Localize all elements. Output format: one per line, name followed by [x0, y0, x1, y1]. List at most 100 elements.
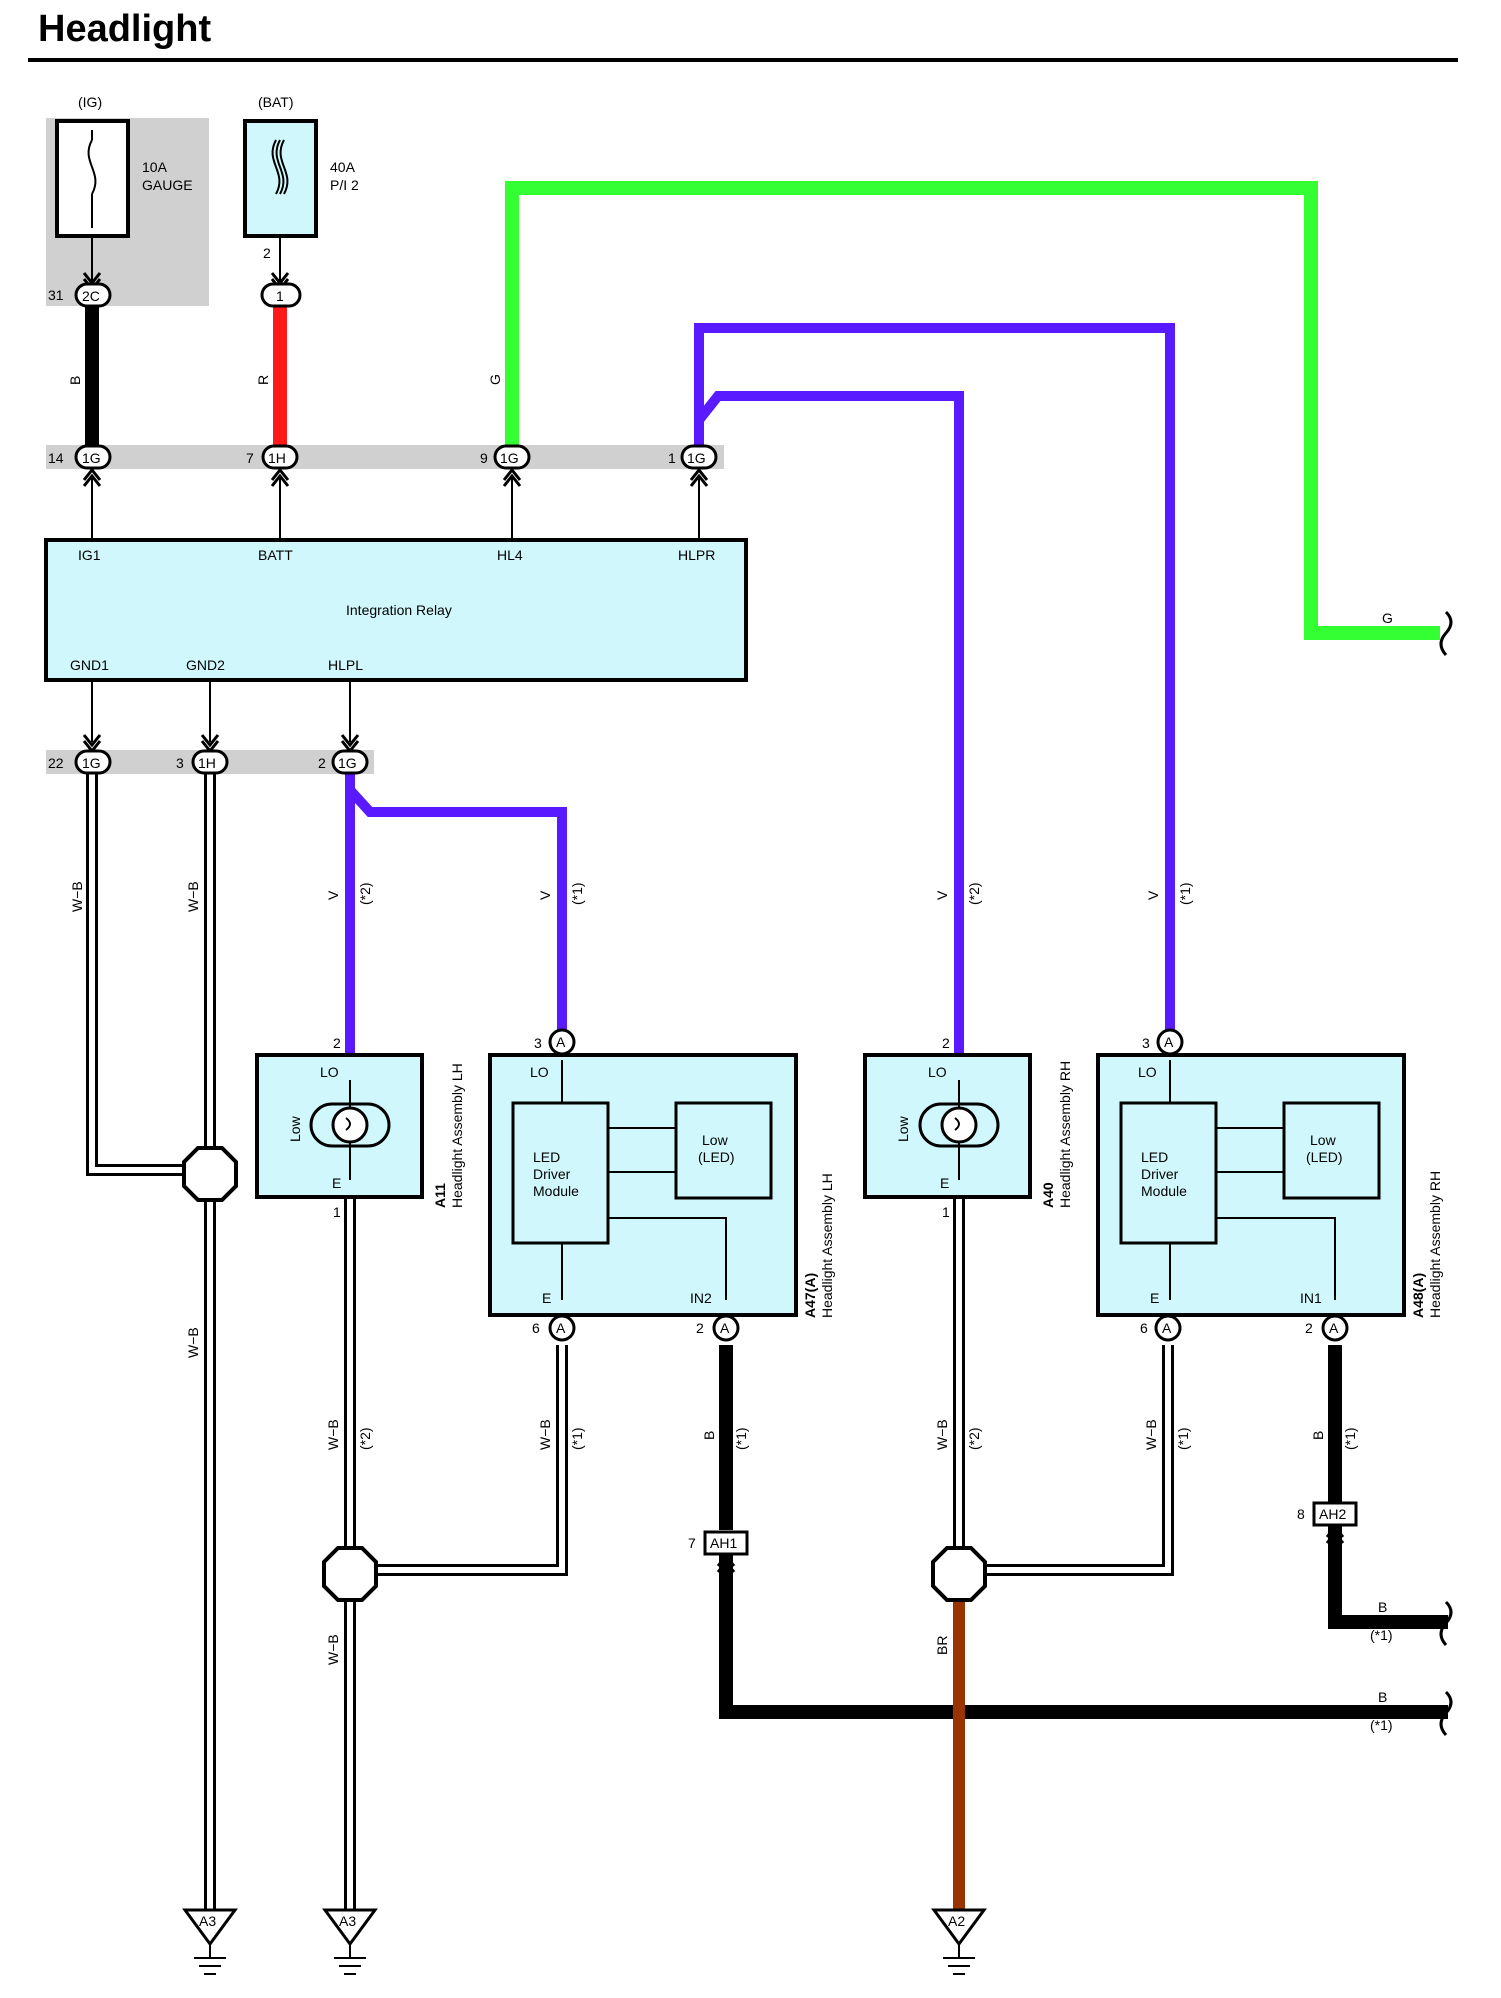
- svg-text:Module: Module: [533, 1183, 579, 1199]
- svg-text:A48(A): A48(A): [1410, 1273, 1426, 1318]
- svg-text:Headlight Assembly RH: Headlight Assembly RH: [1427, 1171, 1443, 1318]
- svg-text:8: 8: [1297, 1506, 1305, 1522]
- connector-bar-top: [46, 445, 724, 469]
- svg-text:6: 6: [532, 1320, 540, 1336]
- svg-text:(*1): (*1): [569, 1427, 585, 1450]
- svg-text:BR: BR: [934, 1636, 950, 1655]
- svg-text:22: 22: [48, 755, 64, 771]
- svg-text:LED: LED: [1141, 1149, 1168, 1165]
- svg-text:Low: Low: [287, 1115, 303, 1142]
- svg-text:A: A: [1329, 1320, 1339, 1336]
- svg-text:6: 6: [1140, 1320, 1148, 1336]
- fuse-pi2-supply: (BAT): [258, 94, 294, 110]
- svg-text:A40: A40: [1040, 1182, 1056, 1208]
- svg-text:1G: 1G: [500, 450, 519, 466]
- svg-text:2: 2: [696, 1320, 704, 1336]
- fuse-gauge-name: GAUGE: [142, 177, 193, 193]
- svg-text:14: 14: [48, 450, 64, 466]
- svg-text:W−B: W−B: [537, 1419, 553, 1450]
- svg-text:(*2): (*2): [966, 882, 982, 905]
- svg-text:HL4: HL4: [497, 547, 523, 563]
- svg-text:W−B: W−B: [185, 1327, 201, 1358]
- svg-text:Headlight Assembly RH: Headlight Assembly RH: [1057, 1061, 1073, 1208]
- svg-text:1: 1: [333, 1204, 341, 1220]
- wire-violet-hlpl-a47: [346, 786, 567, 1040]
- fuse-pi2-pin: 2: [263, 245, 271, 261]
- svg-text:V: V: [934, 890, 950, 900]
- title-rule: [28, 58, 1458, 62]
- svg-text:1: 1: [942, 1204, 950, 1220]
- svg-text:A: A: [1162, 1320, 1172, 1336]
- fuse-gauge: (IG) 10A GAUGE 31: [48, 94, 193, 303]
- svg-text:1H: 1H: [268, 450, 286, 466]
- svg-text:HLPL: HLPL: [328, 657, 363, 673]
- svg-text:Low: Low: [895, 1115, 911, 1142]
- svg-text:W−B: W−B: [934, 1419, 950, 1450]
- svg-text:(LED): (LED): [1306, 1149, 1343, 1165]
- relay-top-connectors: 1G 14 1H 7 1G 9 1G 1: [48, 444, 718, 540]
- svg-text:(*1): (*1): [1342, 1427, 1358, 1450]
- svg-text:R: R: [255, 375, 271, 385]
- relay-name: Integration Relay: [346, 602, 452, 618]
- svg-text:2C: 2C: [82, 288, 100, 304]
- svg-text:B: B: [1310, 1431, 1326, 1440]
- svg-text:E: E: [1150, 1290, 1159, 1306]
- svg-text:7: 7: [688, 1535, 696, 1551]
- svg-text:1: 1: [668, 450, 676, 466]
- junction-ah2: AH2 8: [1297, 1501, 1358, 1545]
- fuse-pi2: (BAT) 40A P/I 2 2: [243, 94, 359, 291]
- connector-1: 1: [260, 282, 302, 308]
- svg-text:A47(A): A47(A): [802, 1273, 818, 1318]
- svg-text:E: E: [542, 1290, 551, 1306]
- svg-text:W−B: W−B: [325, 1634, 341, 1665]
- relay-bottom-connectors: 1G 22 1H 3 1G 2: [48, 680, 369, 775]
- svg-text:GND2: GND2: [186, 657, 225, 673]
- svg-text:2: 2: [942, 1035, 950, 1051]
- svg-text:W−B: W−B: [1143, 1419, 1159, 1450]
- fuse-gauge-rating: 10A: [142, 159, 168, 175]
- svg-text:3: 3: [176, 755, 184, 771]
- fuse-pi2-name: P/I 2: [330, 177, 359, 193]
- svg-text:Module: Module: [1141, 1183, 1187, 1199]
- svg-text:Driver: Driver: [533, 1166, 571, 1182]
- svg-text:G: G: [487, 374, 503, 385]
- svg-text:AH1: AH1: [710, 1535, 737, 1551]
- svg-text:IN1: IN1: [1300, 1290, 1322, 1306]
- svg-text:B: B: [1378, 1599, 1387, 1615]
- svg-text:(*1): (*1): [1177, 882, 1193, 905]
- integration-relay: IG1 BATT HL4 HLPR Integration Relay GND1…: [44, 538, 748, 682]
- svg-text:A2: A2: [948, 1913, 965, 1929]
- svg-text:1G: 1G: [82, 755, 101, 771]
- svg-text:IG1: IG1: [78, 547, 101, 563]
- svg-text:(*2): (*2): [966, 1427, 982, 1450]
- svg-text:LO: LO: [320, 1064, 339, 1080]
- svg-text:A3: A3: [339, 1913, 356, 1929]
- component-a40: 2 LO Low E 1 A40 Headlight Assembly RH: [863, 1035, 1073, 1220]
- svg-text:(*1): (*1): [1370, 1627, 1393, 1643]
- svg-text:2: 2: [333, 1035, 341, 1051]
- svg-text:IN2: IN2: [690, 1290, 712, 1306]
- svg-text:Headlight Assembly LH: Headlight Assembly LH: [819, 1173, 835, 1318]
- svg-text:BATT: BATT: [258, 547, 293, 563]
- svg-text:Low: Low: [702, 1132, 729, 1148]
- wire-violet-hlpr-a40: [695, 391, 964, 1060]
- fuse-gauge-supply: (IG): [78, 94, 102, 110]
- svg-text:V: V: [325, 890, 341, 900]
- svg-text:Headlight Assembly LH: Headlight Assembly LH: [449, 1063, 465, 1208]
- wire-black-a48-out: [1328, 1525, 1448, 1629]
- wire-black-bus: [719, 1555, 1448, 1719]
- svg-text:GND1: GND1: [70, 657, 109, 673]
- splice-points: [182, 1146, 987, 1602]
- svg-text:1G: 1G: [338, 755, 357, 771]
- ground-a3-left: A3: [182, 1908, 238, 1975]
- svg-text:7: 7: [246, 450, 254, 466]
- svg-text:1: 1: [276, 288, 284, 304]
- svg-text:(*2): (*2): [357, 1427, 373, 1450]
- svg-text:A: A: [1164, 1034, 1174, 1050]
- svg-text:B: B: [67, 376, 83, 385]
- wire-labels-lower: W−B (*2) W−B (*1) B (*1) W−B (*2) W−B (*…: [325, 1419, 1393, 1733]
- component-a11: 2 LO Low E 1 A11 Headlight Assembly LH: [255, 1035, 465, 1220]
- svg-text:A: A: [720, 1320, 730, 1336]
- svg-text:(*1): (*1): [733, 1427, 749, 1450]
